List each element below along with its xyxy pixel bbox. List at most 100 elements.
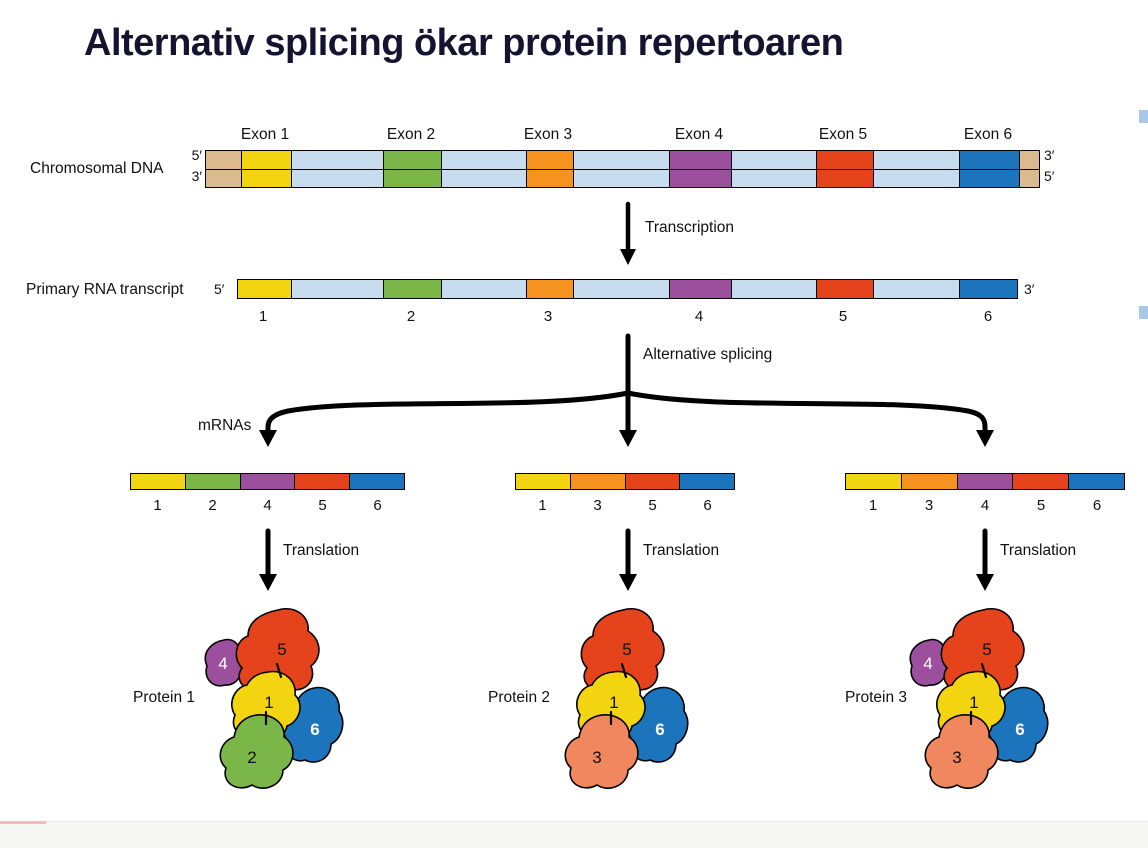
mrna-exon-number: 5	[1036, 497, 1046, 514]
mrna-segment	[846, 474, 901, 489]
exon-label-3: Exon 3	[523, 126, 573, 143]
translation-label-2: Translation	[643, 542, 720, 559]
mrna-segment	[239, 474, 295, 489]
scrollbar-mark-bottom[interactable]	[1139, 306, 1148, 319]
protein-1-structure: 4 5 1 6 2	[204, 608, 344, 789]
mrna-exon-number: 1	[868, 497, 878, 514]
lobe-number-1: 1	[609, 693, 618, 712]
protein-1-label: Protein 1	[133, 689, 196, 706]
scrollbar-mark-top[interactable]	[1139, 110, 1148, 123]
protein-crease	[980, 662, 988, 679]
chromosomal-dna-bar	[205, 150, 1040, 188]
transcript-exon-6	[959, 280, 1017, 298]
mrna-2-bar	[515, 473, 735, 490]
mrna-exon-number: 5	[648, 497, 657, 514]
lobe-number-6: 6	[655, 720, 664, 739]
primary-transcript-label: Primary RNA transcript	[26, 281, 184, 298]
lobe-number-6: 6	[310, 720, 319, 739]
transcription-label: Transcription	[645, 219, 735, 236]
mrna-segment	[679, 474, 734, 489]
mrnas-label: mRNAs	[198, 417, 252, 434]
transcript-exon-1	[238, 280, 291, 298]
bottom-accent	[0, 821, 46, 824]
transcript-number: 3	[543, 308, 553, 325]
mrna-exon-number: 4	[263, 497, 272, 514]
lobe-number-1: 1	[969, 693, 978, 712]
lobe-number-4: 4	[218, 654, 227, 673]
mrna-2-numbers: 1 3 5 6	[515, 497, 735, 514]
mrna-segment	[900, 474, 957, 489]
mrna-segment	[294, 474, 350, 489]
translation-arrowhead-3	[976, 574, 994, 591]
transcript-exon-2	[383, 280, 441, 298]
mrna-segment	[956, 474, 1013, 489]
mrna-exon-number: 4	[980, 497, 990, 514]
mrna-segment	[516, 474, 570, 489]
dna-strand-divider	[206, 168, 1039, 170]
transcript-exon-3	[526, 280, 573, 298]
transcript-number: 2	[406, 308, 416, 325]
lobe-number-6: 6	[1015, 720, 1024, 739]
mrna-exon-number: 3	[924, 497, 934, 514]
mrna-1-bar	[130, 473, 405, 490]
mrna-exon-number: 5	[318, 497, 327, 514]
transcript-number: 5	[838, 308, 848, 325]
transcript-intron	[441, 280, 526, 298]
mrna-3-bar	[845, 473, 1125, 490]
splicing-branch-middle-arrowhead	[619, 430, 637, 447]
exon-label-1: Exon 1	[240, 126, 290, 143]
transcription-arrowhead	[620, 249, 636, 265]
exon-label-5: Exon 5	[818, 126, 868, 143]
mrna-1-numbers: 1 2 4 5 6	[130, 497, 405, 514]
bottom-bar	[0, 821, 1148, 848]
mrna-exon-number: 1	[153, 497, 162, 514]
transcript-intron	[873, 280, 959, 298]
lobe-number-5: 5	[277, 640, 286, 659]
mrna-segment	[1012, 474, 1069, 489]
protein-lobe-2	[219, 714, 294, 789]
exon-label-2: Exon 2	[386, 126, 436, 143]
dna-end-left-bottom: 3′	[191, 168, 202, 184]
splicing-branch-left	[265, 390, 631, 433]
exon-label-4: Exon 4	[674, 126, 724, 143]
lobe-number-5: 5	[982, 640, 991, 659]
translation-label-3: Translation	[1000, 542, 1077, 559]
protein-lobe-3	[564, 714, 639, 789]
mrna-segment	[1068, 474, 1124, 489]
protein-crease	[620, 662, 628, 679]
lobe-number-2: 2	[247, 748, 256, 767]
mrna-exon-number: 6	[373, 497, 382, 514]
transcript-exon-5	[816, 280, 873, 298]
dna-end-right-top: 3′	[1044, 147, 1055, 163]
alternative-splicing-label: Alternative splicing	[643, 346, 773, 363]
transcript-number: 6	[983, 308, 993, 325]
mrna-segment	[349, 474, 404, 489]
protein-2-structure: 5 1 6 3	[564, 608, 689, 789]
lobe-number-5: 5	[622, 640, 631, 659]
mrna-segment	[569, 474, 625, 489]
dna-end-left-top: 5′	[191, 147, 202, 163]
mrna-exon-number: 6	[703, 497, 712, 514]
exon-label-6: Exon 6	[963, 126, 1013, 143]
protein-lobe-3	[924, 714, 999, 789]
protein-2-label: Protein 2	[488, 689, 551, 706]
lobe-number-3: 3	[592, 748, 601, 767]
mrna-exon-number: 2	[208, 497, 217, 514]
translation-arrowhead-1	[259, 574, 277, 591]
lobe-number-1: 1	[264, 693, 273, 712]
splicing-branch-left-arrowhead	[259, 430, 277, 447]
transcript-number: 1	[258, 308, 268, 325]
mrna-exon-number: 3	[593, 497, 602, 514]
protein-3-structure: 4 5 1 6 3	[909, 608, 1049, 789]
dna-end-right-bottom: 5′	[1044, 168, 1055, 184]
mrna-exon-number: 1	[538, 497, 547, 514]
protein-crease	[275, 662, 283, 679]
transcript-intron	[291, 280, 383, 298]
transcript-intron	[731, 280, 816, 298]
mrna-segment	[624, 474, 680, 489]
transcript-number: 4	[694, 308, 704, 325]
splicing-branch-right-arrowhead	[976, 430, 994, 447]
mrna-segment	[184, 474, 240, 489]
translation-label-1: Translation	[283, 542, 360, 559]
